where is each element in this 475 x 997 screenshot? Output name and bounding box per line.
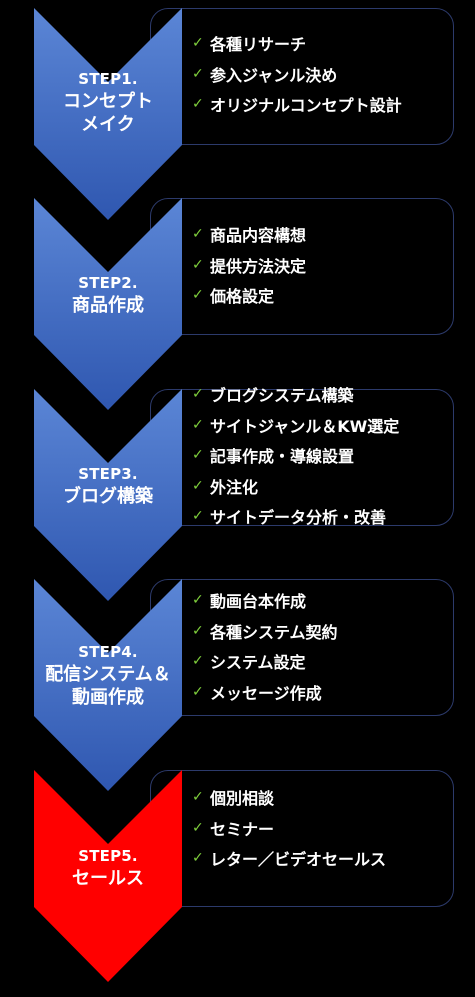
check-icon: ✓ [192,256,204,273]
step-5-number: STEP5. [78,847,138,865]
check-icon: ✓ [192,287,204,304]
check-icon: ✓ [192,592,204,609]
step-2: STEP2. 商品作成 ✓商品内容構想 ✓提供方法決定 ✓価格設定 [0,198,475,410]
step-2-chevron [34,198,182,410]
list-item: ✓セミナー [192,819,275,839]
step-3-number: STEP3. [78,465,138,483]
list-item: ✓サイトジャンル＆KW選定 [192,416,400,436]
list-item: ✓オリジナルコンセプト設計 [192,96,402,116]
step-3: STEP3. ブログ構築 ✓ブログシステム構築 ✓サイトジャンル＆KW選定 ✓記… [0,386,475,601]
step-3-label: STEP3. ブログ構築 [34,465,182,508]
list-item: ✓メッセージ作成 [192,683,322,703]
list-item: ✓動画台本作成 [192,592,307,612]
check-icon: ✓ [192,789,204,806]
check-icon: ✓ [192,477,204,494]
step-1-title-line-1: コンセプト [63,90,153,112]
list-item: ✓レター／ビデオセールス [192,850,387,870]
step-5: STEP5. セールス ✓個別相談 ✓セミナー ✓レター／ビデオセールス [0,770,475,982]
list-item: ✓参入ジャンル決め [192,65,338,85]
list-item: ✓各種リサーチ [192,35,307,55]
list-item: ✓サイトデータ分析・改善 [192,508,387,528]
step-2-title-line-1: 商品作成 [72,294,144,316]
step-1: STEP1. コンセプト メイク ✓各種リサーチ ✓参入ジャンル決め ✓オリジナ… [0,8,475,220]
step-1-title-line-2: メイク [81,113,135,135]
step-4-number: STEP4. [78,643,138,661]
step-1-label: STEP1. コンセプト メイク [34,70,182,136]
step-5-chevron [34,770,182,982]
list-item: ✓ブログシステム構築 [192,386,354,406]
step-5-label: STEP5. セールス [34,847,182,890]
check-icon: ✓ [192,226,204,243]
list-item: ✓システム設定 [192,653,306,673]
list-item: ✓各種システム契約 [192,622,338,642]
step-1-chevron [34,8,182,220]
step-3-title-line-1: ブログ構築 [63,485,153,507]
step-5-title-line-1: セールス [72,867,144,889]
check-icon: ✓ [192,622,204,639]
check-icon: ✓ [192,416,204,433]
step-1-items: ✓各種リサーチ ✓参入ジャンル決め ✓オリジナルコンセプト設計 [192,28,402,120]
list-item: ✓価格設定 [192,287,275,307]
check-icon: ✓ [192,653,204,670]
check-icon: ✓ [192,850,204,867]
step-3-items: ✓ブログシステム構築 ✓サイトジャンル＆KW選定 ✓記事作成・導線設置 ✓外注化… [192,379,399,532]
check-icon: ✓ [192,683,204,700]
step-5-items: ✓個別相談 ✓セミナー ✓レター／ビデオセールス [192,782,386,874]
step-2-label: STEP2. 商品作成 [34,274,182,317]
step-2-number: STEP2. [78,274,138,292]
step-3-panel [150,389,454,526]
step-2-items: ✓商品内容構想 ✓提供方法決定 ✓価格設定 [192,219,306,311]
list-item: ✓外注化 [192,477,259,497]
step-4-chevron [34,579,182,791]
step-5-panel [150,770,454,907]
step-4-title-line-2: 動画作成 [72,686,144,708]
step-1-panel [150,8,454,145]
list-item: ✓個別相談 [192,789,275,809]
check-icon: ✓ [192,819,204,836]
check-icon: ✓ [192,386,204,403]
list-item: ✓商品内容構想 [192,226,307,246]
step-4-label: STEP4. 配信システム＆ 動画作成 [34,643,182,709]
step-4-items: ✓動画台本作成 ✓各種システム契約 ✓システム設定 ✓メッセージ作成 [192,585,338,707]
list-item: ✓提供方法決定 [192,256,307,276]
check-icon: ✓ [192,35,204,52]
check-icon: ✓ [192,447,204,464]
step-1-number: STEP1. [78,70,138,88]
check-icon: ✓ [192,96,204,113]
step-4: STEP4. 配信システム＆ 動画作成 ✓動画台本作成 ✓各種システム契約 ✓シ… [0,579,475,791]
check-icon: ✓ [192,508,204,525]
step-3-chevron [34,389,182,601]
step-4-panel [150,579,454,716]
list-item: ✓記事作成・導線設置 [192,447,355,467]
check-icon: ✓ [192,65,204,82]
step-4-title-line-1: 配信システム＆ [45,663,171,685]
